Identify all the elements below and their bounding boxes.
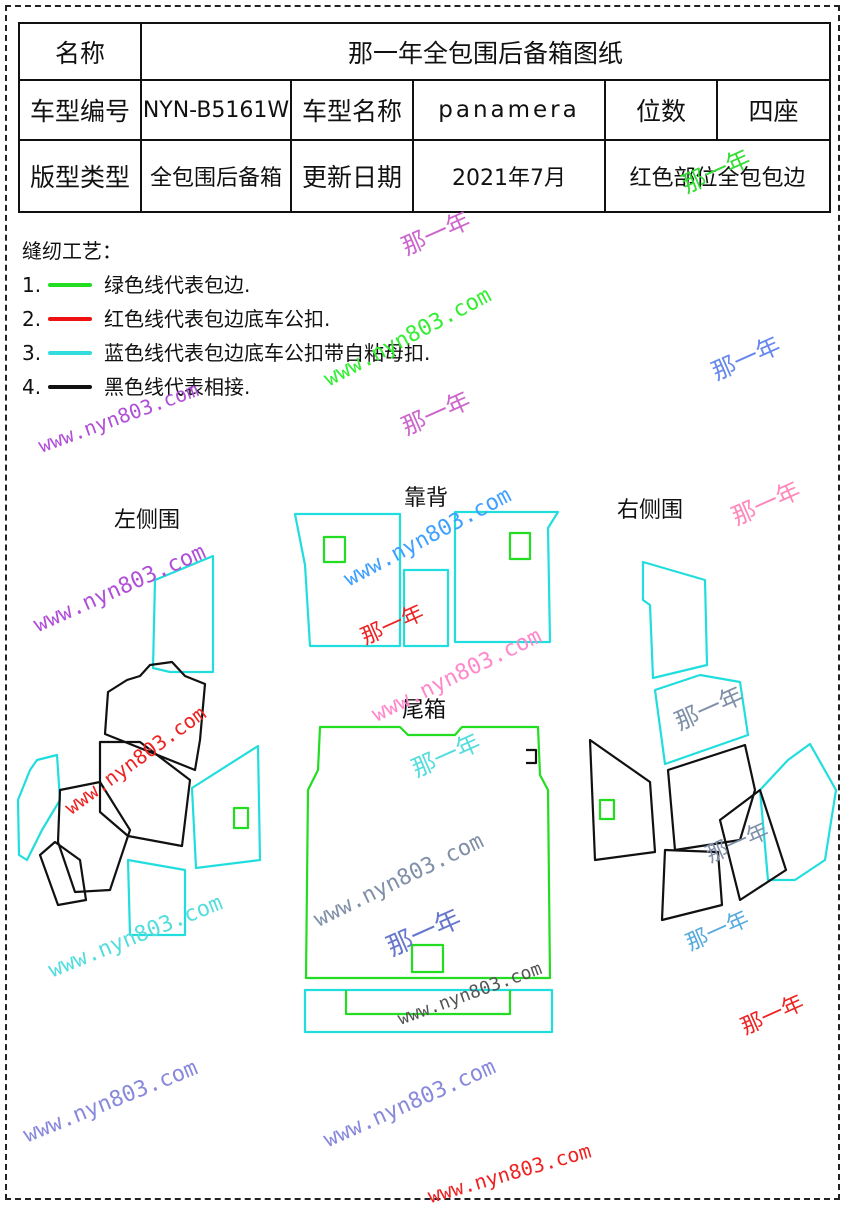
legend-item: 2. 红色线代表包边底车公扣. [22,307,331,331]
left-side-panel [16,753,62,862]
backrest-right-panel [453,510,560,644]
seats-label: 位数 [604,79,718,141]
legend-item: 1. 绿色线代表包边. [22,273,251,297]
type-value: 全包围后备箱 [140,139,292,213]
cyan-line-swatch [48,351,92,355]
legend-title: 缝纫工艺： [22,239,122,263]
backrest-left-clip [322,535,347,564]
trunk-sill-panel [303,988,554,1034]
backrest-label: 靠背 [404,486,449,511]
right-side-panel [588,738,657,862]
left-side-label: 左侧围 [114,508,181,533]
trunk-floor-clip [410,943,445,974]
type-label: 版型类型 [18,139,142,213]
trunk-sill-inner [344,990,512,1016]
right-side-label: 右侧围 [617,498,684,523]
left-side-panel [103,660,207,772]
legend-item: 4. 黑色线代表相接. [22,375,251,399]
model-code-value: NYN-B5161W [140,79,292,141]
model-code-label: 车型编号 [18,79,142,141]
trunk-floor-notch [526,748,538,765]
drawing-title: 那一年全包围后备箱图纸 [139,22,832,81]
dashed-border [5,5,840,1200]
green-line-swatch [48,283,92,287]
name-label: 名称 [18,22,142,81]
info-table: 名称 那一年全包围后备箱图纸 车型编号 NYN-B5161W 车型名称 pana… [18,22,832,213]
seats-value: 四座 [715,79,832,141]
red-line-swatch [48,317,92,321]
sewing-legend: 缝纫工艺： 1. 绿色线代表包边. 2. 红色线代表包边底车公扣. 3. 蓝色线… [22,234,430,404]
right-side-panel [666,743,757,852]
right-side-clip [598,798,616,821]
red-area-note: 红色部位全包包边 [603,139,832,213]
left-side-panel [151,554,215,674]
model-name-value: panamera [412,79,606,141]
right-side-panel [641,560,709,680]
backrest-middle-panel [402,568,450,648]
backrest-left-panel [293,512,402,648]
legend-item: 3. 蓝色线代表包边底车公扣带自粘母扣. [22,341,431,365]
left-side-panel [98,740,192,848]
right-side-panel [758,742,838,882]
date-value: 2021年7月 [412,139,606,213]
left-side-panel [56,780,132,894]
date-label: 更新日期 [290,139,414,213]
left-side-panel [126,858,187,937]
black-line-swatch [48,385,92,389]
backrest-right-clip [508,531,532,561]
right-side-panel [653,673,750,766]
left-side-clip [232,806,250,830]
right-side-panel [660,848,724,922]
left-side-panel [190,744,262,870]
model-name-label: 车型名称 [290,79,414,141]
trunk-floor-panel [304,725,552,980]
right-side-panel [718,788,788,902]
left-side-panel [38,840,88,907]
trunk-label: 尾箱 [402,698,447,723]
